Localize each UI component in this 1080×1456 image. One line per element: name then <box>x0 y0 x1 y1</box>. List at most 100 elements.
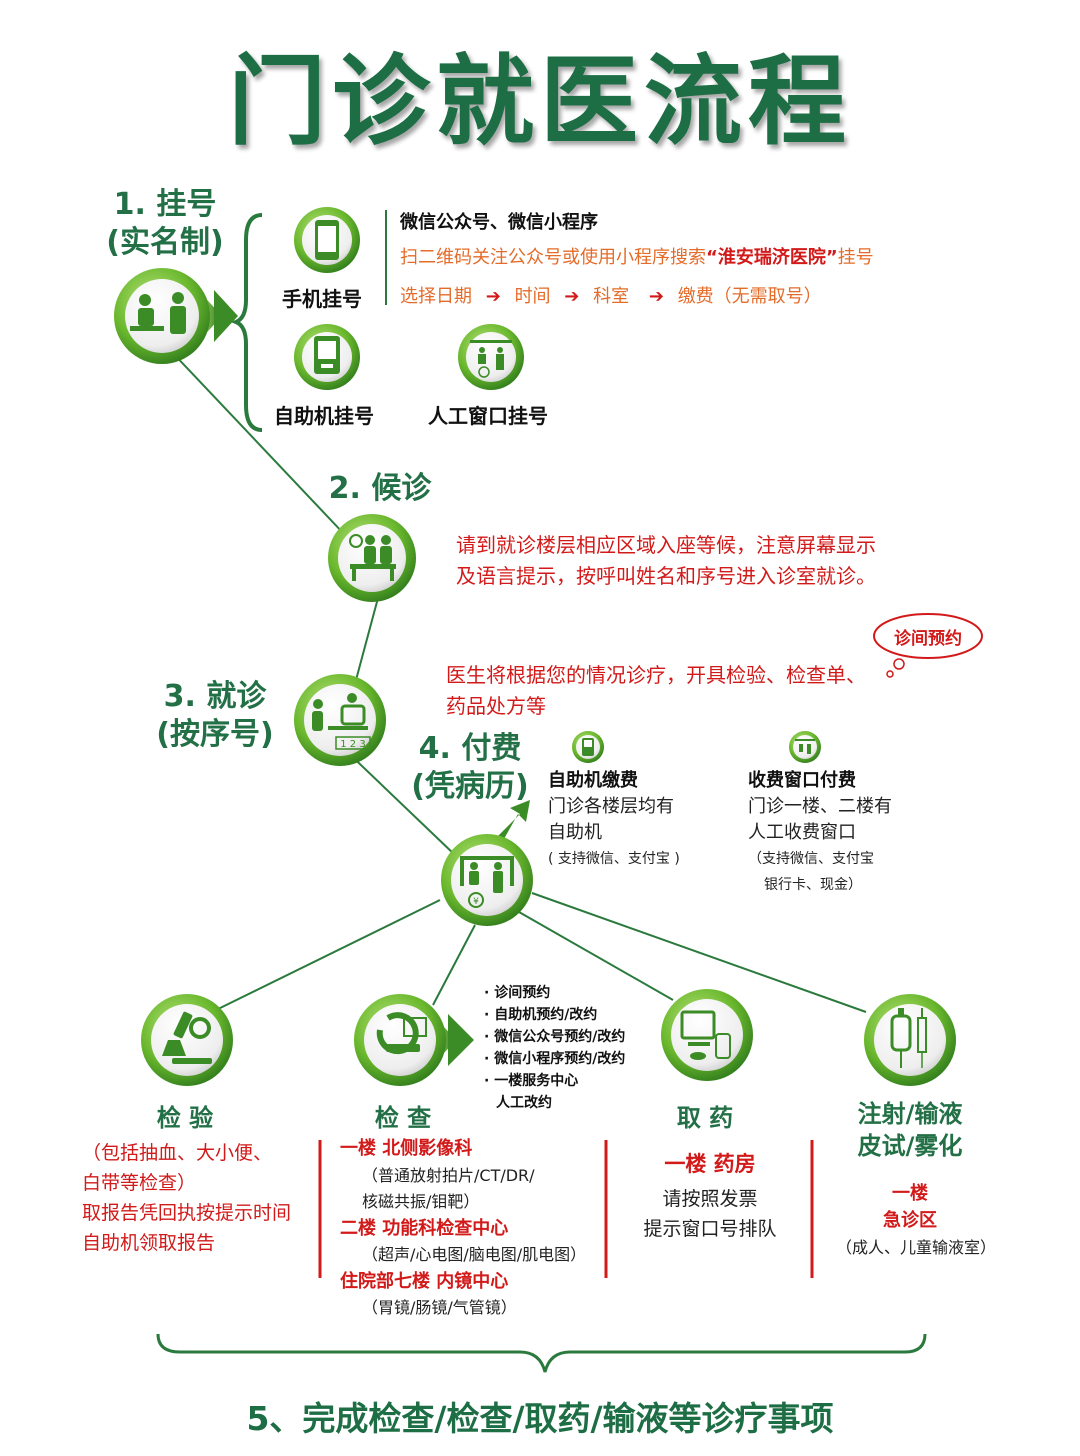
bubble-shape <box>873 613 983 678</box>
lab-info: （包括抽血、大小便、 白带等检查） 取报告凭回执按提示时间 自助机领取报告 <box>82 1138 291 1258</box>
flow-arrow-icon: ➔ <box>564 286 580 307</box>
mobile-flow: 选择日期 ➔ 时间 ➔ 科室 ➔ 缴费（无需取号） <box>400 282 822 308</box>
pharmacy-line: 请按照发票 <box>662 1188 758 1210</box>
pay-window-line: 门诊一楼、二楼有 <box>748 796 892 817</box>
footer-brace <box>156 1333 927 1373</box>
step3-heading: 3. 就诊 (按序号) <box>140 678 290 754</box>
footer-summary: 5、完成检查/检查/取药/输液等诊疗事项 <box>246 1399 834 1438</box>
pay-kiosk-title: 自助机缴费 <box>548 770 638 791</box>
step1-subtitle: (实名制) <box>106 225 224 260</box>
pay-kiosk-line: 自助机 <box>548 822 602 843</box>
kiosk-icon <box>294 324 360 390</box>
node-register <box>114 268 210 364</box>
flow-dept: 科室 <box>593 286 630 307</box>
pharmacy-line: 提示窗口号排队 <box>643 1218 777 1240</box>
instruction-post: 挂号 <box>837 247 874 268</box>
pay-window-note: （支持微信、支付宝 <box>748 851 874 867</box>
lab-line: （包括抽血、大小便、 <box>82 1142 273 1164</box>
injection-label: 注射/输液 皮试/雾化 <box>830 1098 990 1162</box>
register-brace <box>230 213 263 432</box>
pay-window-info: 收费窗口付费 门诊一楼、二楼有 人工收费窗口 （支持微信、支付宝 银行卡、现金） <box>748 768 892 898</box>
pay-kiosk-line: 门诊各楼层均有 <box>548 796 674 817</box>
step4-subtitle: (凭病历) <box>411 769 529 804</box>
booking-option: · 微信公众号预约/改约 <box>484 1029 626 1045</box>
exam-location: 一楼 北侧影像科 <box>340 1138 473 1159</box>
exam-note: 核磁共振/钼靶） <box>362 1192 480 1211</box>
booking-option: · 自助机预约/改约 <box>484 1007 598 1023</box>
flow-pay: 缴费（无需取号） <box>677 286 822 307</box>
injection-location-line: 一楼 <box>892 1183 928 1204</box>
lab-line: 白带等检查） <box>82 1172 197 1194</box>
mobile-channel: 微信公众号、微信小程序 <box>400 212 598 233</box>
flow-time: 时间 <box>514 286 551 307</box>
exam-note: （超声/心电图/脑电图/肌电图） <box>362 1245 587 1264</box>
flow-arrow-icon: ➔ <box>485 286 501 307</box>
pharmacy-info: 请按照发票 提示窗口号排队 <box>620 1184 800 1244</box>
hospital-name: “淮安瑞济医院” <box>706 247 838 268</box>
pay-window-line: 人工收费窗口 <box>748 822 856 843</box>
booking-option: 人工改约 <box>496 1095 552 1111</box>
booking-option: · 诊间预约 <box>484 985 551 1001</box>
pay-kiosk-info: 自助机缴费 门诊各楼层均有 自助机 ( 支持微信、支付宝 ) <box>548 768 680 872</box>
lab-line: 取报告凭回执按提示时间 <box>82 1202 292 1224</box>
node-pay: ¥ <box>441 834 533 926</box>
lab-line: 自助机领取报告 <box>82 1232 216 1254</box>
screen-number: 1 2 3 <box>340 739 365 750</box>
pharmacy-location: 一楼 药房 <box>664 1152 756 1176</box>
mobile-instruction: 扫二维码关注公众号或使用小程序搜索“淮安瑞济医院”挂号 <box>400 243 874 269</box>
step4-heading: 4. 付费 (凭病历) <box>400 730 540 806</box>
red-dividers <box>318 1140 814 1278</box>
svg-text:¥: ¥ <box>473 897 479 907</box>
exam-note: （胃镜/肠镜/气管镜） <box>362 1298 517 1317</box>
exam-location: 住院部七楼 内镜中心 <box>340 1270 509 1292</box>
booking-option: · 一楼服务中心 <box>484 1073 579 1089</box>
pay-arrow <box>494 800 530 846</box>
window-register-label: 人工窗口挂号 <box>428 404 548 428</box>
step1-heading: 1. 挂号 (实名制) <box>80 186 250 262</box>
instruction-pre: 扫二维码关注公众号或使用小程序搜索 <box>400 247 706 268</box>
step2-desc: 请到就诊楼层相应区域入座等候，注意屏幕显示 及语言提示，按呼叫姓名和序号进入诊室… <box>456 530 876 592</box>
exam-note: （普通放射拍片/CT/DR/ <box>362 1165 535 1185</box>
kiosk-register-label: 自助机挂号 <box>274 404 374 428</box>
step2-title: 2. 候诊 <box>328 471 432 506</box>
pay-kiosk-icon <box>572 731 604 763</box>
pharmacy-label: 取 药 <box>676 1104 734 1132</box>
phone-icon <box>294 207 360 273</box>
node-pharmacy <box>661 989 753 1081</box>
node-wait <box>328 514 416 602</box>
pay-window-note: 银行卡、现金） <box>764 877 862 893</box>
exam-location: 二楼 功能科检查中心 <box>340 1217 509 1239</box>
injection-label-line: 注射/输液 <box>857 1100 963 1128</box>
step3-desc-line: 药品处方等 <box>446 694 546 718</box>
node-consult: 1 2 3 <box>294 674 386 766</box>
node-lab <box>141 994 233 1086</box>
booking-options: · 诊间预约 · 自助机预约/改约 · 微信公众号预约/改约 · 微信小程序预约… <box>484 982 625 1114</box>
pay-window-title: 收费窗口付费 <box>748 770 856 791</box>
injection-location-line: 急诊区 <box>883 1210 937 1231</box>
step3-desc-line: 医生将根据您的情况诊疗，开具检验、检查单、 <box>446 663 866 687</box>
injection-label-line: 皮试/雾化 <box>857 1132 963 1160</box>
pay-kiosk-note: ( 支持微信、支付宝 ) <box>548 851 680 867</box>
flow-arrow-icon: ➔ <box>648 286 664 307</box>
step3-title: 3. 就诊 <box>163 679 267 714</box>
exam-label: 检 查 <box>374 1104 432 1132</box>
injection-location: 一楼 急诊区 <box>830 1180 990 1234</box>
injection-note: （成人、儿童输液室） <box>835 1238 996 1257</box>
connector-lines <box>169 349 867 1013</box>
step3-desc: 医生将根据您的情况诊疗，开具检验、检查单、 药品处方等 <box>446 660 866 722</box>
exam-info: 一楼 北侧影像科 （普通放射拍片/CT/DR/核磁共振/钼靶） 二楼 功能科检查中心… <box>340 1136 586 1322</box>
step2-desc-line: 请到就诊楼层相应区域入座等候，注意屏幕显示 <box>456 533 876 557</box>
bubble-text: 诊间预约 <box>894 629 962 649</box>
step4-title: 4. 付费 <box>418 731 522 766</box>
lab-label: 检 验 <box>156 1104 214 1132</box>
flow-date: 选择日期 <box>400 286 472 307</box>
node-exam <box>354 994 446 1086</box>
booking-option: · 微信小程序预约/改约 <box>484 1051 626 1067</box>
step2-desc-line: 及语言提示，按呼叫姓名和序号进入诊室就诊。 <box>456 564 876 588</box>
pay-window-icon <box>789 731 821 763</box>
page-title: 门诊就医流程 <box>227 44 852 159</box>
step1-title: 1. 挂号 <box>113 187 217 222</box>
node-injection <box>864 994 956 1086</box>
window-icon <box>458 324 524 390</box>
